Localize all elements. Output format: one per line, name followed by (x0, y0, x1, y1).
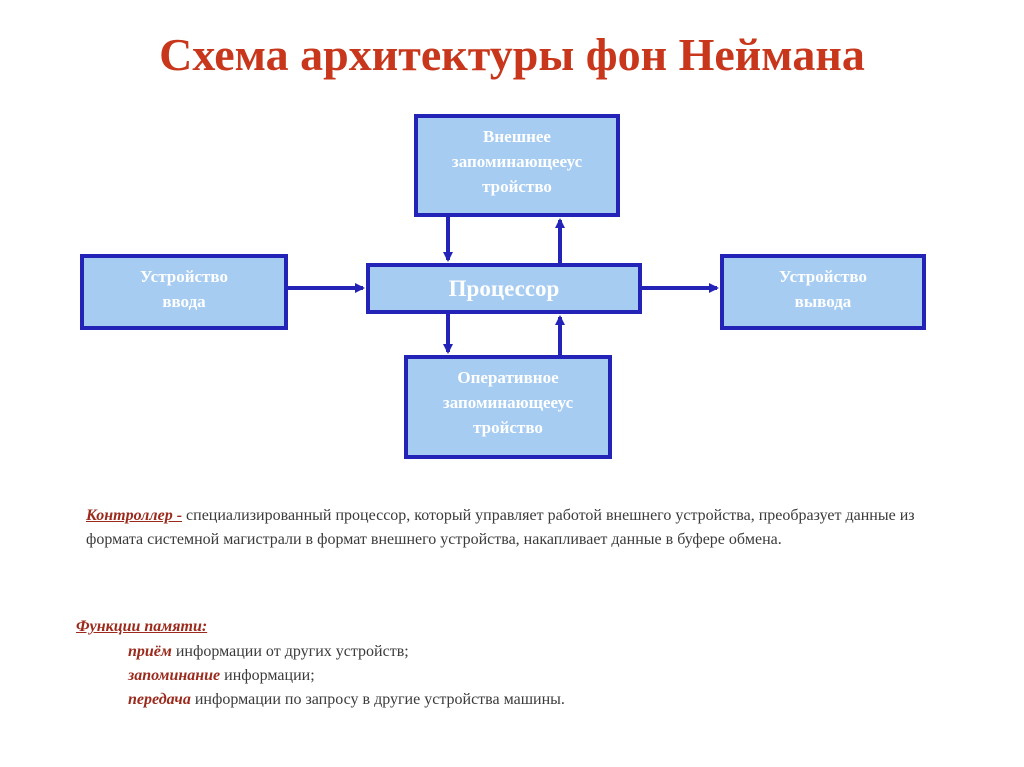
ram-line3: тройство (473, 418, 543, 437)
memory-function-keyword: запоминание (128, 667, 221, 684)
processor-label: Процессор (448, 276, 560, 301)
memory-function-keyword: передача (128, 691, 191, 708)
output-device-line1: Устройство (779, 267, 867, 286)
input-device-line2: ввода (162, 292, 206, 311)
external-storage-line2: запоминающееус (451, 152, 583, 171)
output-device-line2: вывода (794, 292, 852, 311)
memory-function-keyword: приём (128, 643, 172, 660)
controller-definition: Контроллер - специализированный процессо… (86, 504, 956, 552)
memory-function-item: запоминание информации; (128, 667, 315, 685)
ram-box: Оперативное запоминающееус тройство (404, 355, 612, 459)
memory-function-text: информации; (220, 667, 315, 684)
external-storage-line3: тройство (482, 177, 552, 196)
memory-function-item: передача информации по запросу в другие … (128, 691, 565, 709)
external-storage-line1: Внешнее (483, 127, 551, 146)
memory-function-text: информации по запросу в другие устройств… (190, 691, 565, 708)
memory-function-text: информации от других устройств; (171, 643, 409, 660)
page-title: Схема архитектуры фон Неймана (159, 29, 865, 80)
input-device-box: Устройство ввода (80, 254, 288, 330)
ram-line1: Оперативное (457, 368, 559, 387)
controller-text: специализированный процессор, который уп… (86, 507, 915, 548)
output-device-box: Устройство вывода (720, 254, 926, 330)
memory-functions-heading: Функции памяти: (76, 618, 208, 635)
external-storage-box: Внешнее запоминающееус тройство (414, 114, 620, 217)
controller-term: Контроллер - (86, 507, 183, 524)
input-device-line1: Устройство (140, 267, 228, 286)
ram-line2: запоминающееус (442, 393, 574, 412)
memory-function-item: приём информации от других устройств; (128, 643, 409, 661)
processor-box: Процессор (366, 263, 642, 314)
